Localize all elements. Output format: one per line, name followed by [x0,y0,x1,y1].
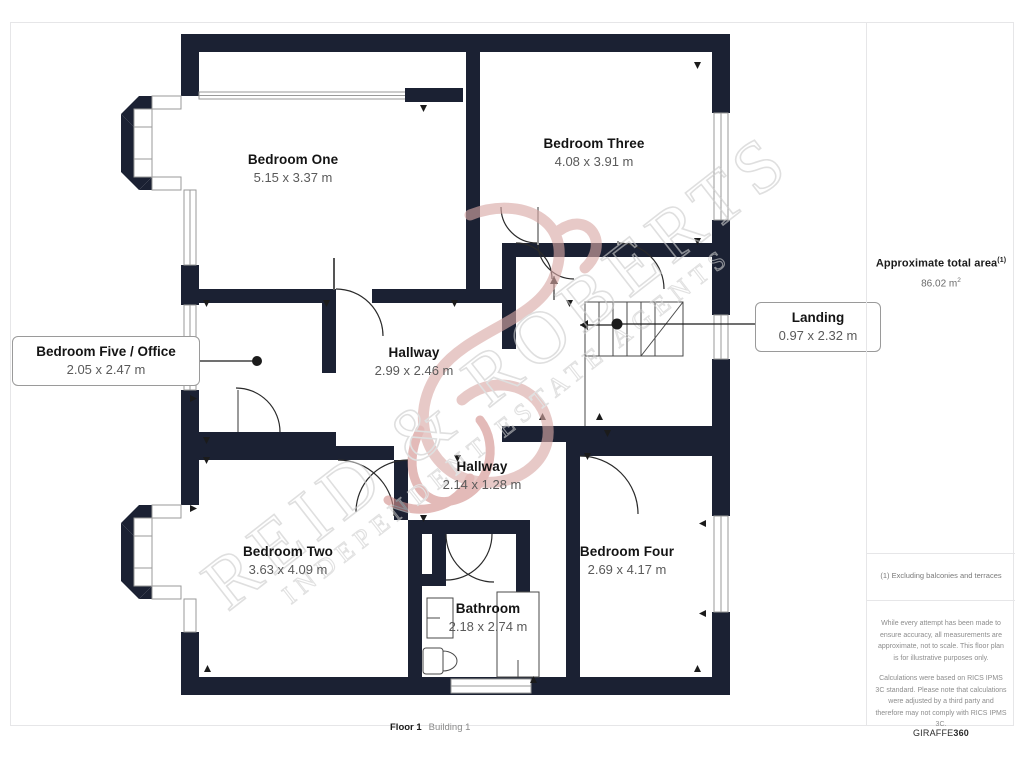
callout-bedroom-five-office: Bedroom Five / Office 2.05 x 2.47 m [12,336,200,386]
staircase [550,276,684,426]
total-area-number: 86.02 m [921,277,958,289]
side-panel: Approximate total area(1) 86.02 m2 (1) E… [866,22,1015,738]
exclusion-note: (1) Excluding balconies and terraces [880,571,1002,580]
callout-name: Bedroom Five / Office [36,344,176,359]
brand-name: GIRAFFE [912,728,954,738]
callout-dimensions: 0.97 x 2.32 m [778,328,858,343]
panel-divider-top [867,553,1015,554]
building-label: Building 1 [428,722,471,733]
legal-disclaimer: While every attempt has been made to ens… [875,618,1007,740]
brand-logo: GIRAFFE360 [867,728,1015,738]
legal-paragraph-2: Calculations were based on RICS IPMS 3C … [875,675,1007,729]
panel-divider-bottom [867,600,1015,601]
walls [121,34,730,695]
total-area-value: 86.02 m2 [867,277,1015,289]
plan-footer: Floor 1 Building 1 [390,722,470,733]
total-area-title: Approximate total area(1) [867,257,1015,270]
total-area-title-text: Approximate total area [875,257,998,270]
callout-landing: Landing 0.97 x 2.32 m [755,302,881,352]
callout-dimensions: 2.05 x 2.47 m [66,362,146,377]
legal-paragraph-1: While every attempt has been made to ens… [878,620,1004,662]
total-area-footnote-marker: (1) [997,257,1007,264]
bathroom-fixtures [422,591,540,678]
floor-label: Floor 1 [390,722,422,733]
total-area-block: Approximate total area(1) 86.02 m2 [867,257,1015,289]
callout-name: Landing [791,310,845,325]
brand-suffix: 360 [953,728,970,738]
total-area-unit-exponent: 2 [957,276,961,284]
